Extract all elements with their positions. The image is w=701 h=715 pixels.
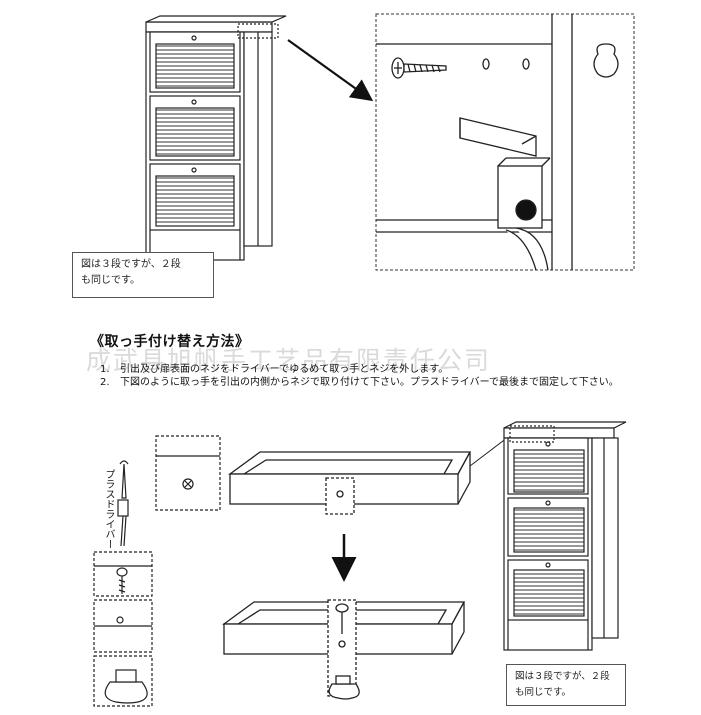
note-bottom-line1: 図は３段ですが、２段 <box>515 671 610 682</box>
drawer-after <box>222 599 466 700</box>
screwdriver-diagram <box>93 435 221 707</box>
section-title: 《取っ手付け替え方法》 <box>90 334 250 350</box>
instruction-steps: 1. 引出及び扉表面のネジをドライバーでゆるめて取っ手とネジを外します。 2. … <box>100 363 660 389</box>
step-1: 1. 引出及び扉表面のネジをドライバーでゆるめて取っ手とネジを外します。 <box>100 363 660 376</box>
step-text: 下図のように取っ手を引出の内側からネジで取り付けて下さい。プラスドライバーで最後… <box>120 377 619 388</box>
step-2: 2. 下図のように取っ手を引出の内側からネジで取り付けて下さい。プラスドライバー… <box>100 376 660 389</box>
step-text: 引出及び扉表面のネジをドライバーでゆるめて取っ手とネジを外します。 <box>120 364 449 375</box>
drawer-diagram <box>228 451 472 515</box>
cabinet-bottom-right <box>469 421 627 651</box>
step-number: 2. <box>100 377 110 388</box>
note-top-line1: 図は３段ですが、２段 <box>81 259 181 270</box>
cabinet-top-left <box>145 15 287 261</box>
note-top-line2: も同じです。 <box>81 275 140 286</box>
step-number: 1. <box>100 364 110 375</box>
zoom-arrow <box>287 39 374 102</box>
note-top: 図は３段ですが、２段 も同じです。 <box>72 252 214 298</box>
note-bottom: 図は３段ですが、２段 も同じです。 <box>506 664 626 706</box>
detail-zoom-box <box>375 13 635 271</box>
note-bottom-line2: も同じです。 <box>515 687 572 698</box>
tool-label: プラスドライバー <box>103 469 114 549</box>
watermark-text: 成武县旭帆手工艺品有限责任公司 <box>86 346 492 375</box>
